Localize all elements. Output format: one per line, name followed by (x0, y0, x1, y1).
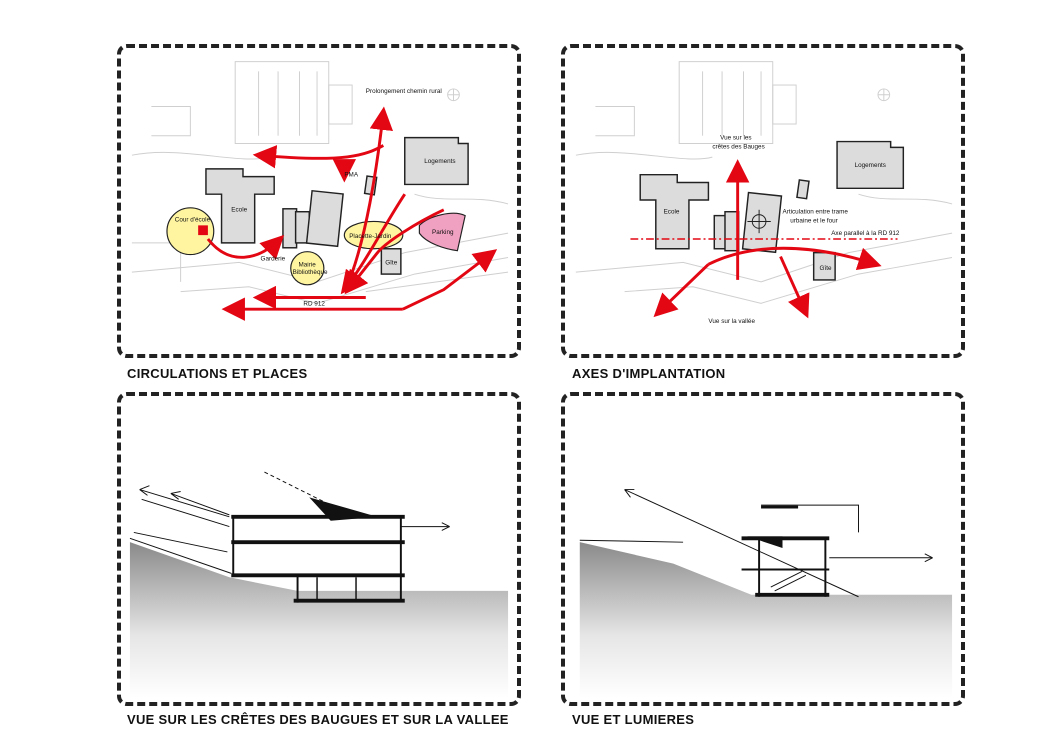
parking (418, 212, 466, 252)
view-arrows (653, 159, 882, 319)
caption-vue-lumieres: VUE ET LUMIERES (572, 712, 695, 727)
label-cour: Cour d'école (175, 216, 211, 223)
label-gite: Gîte (385, 259, 397, 266)
label-garderie: Garderie (261, 255, 286, 262)
label-mairie: Mairie (299, 261, 317, 268)
section-lines (129, 471, 450, 603)
roof-skylight (309, 497, 378, 521)
label-cretes-bauges: crêtes des Bauges (712, 143, 764, 150)
label-vue-cretes: Vue sur les (720, 135, 751, 142)
crosshair-icon (747, 209, 771, 234)
mairie-bibliotheque (290, 251, 325, 286)
label-articulation-1: Articulation entre trame (782, 209, 848, 216)
vue-lumieres-panel (561, 392, 965, 706)
label-prolongement: Prolongement chemin rural (366, 88, 442, 95)
section-sketch-vue-lumieres (579, 489, 953, 699)
circulations-site-plan: Prolongement chemin rural Logements PMA … (131, 61, 509, 321)
ecole-building (205, 168, 275, 244)
label-ecole: Ecole (231, 207, 247, 214)
label-articulation-2: urbaine et le four (790, 217, 838, 224)
cour-ecole (166, 207, 215, 256)
label-logements: Logements (424, 158, 455, 165)
logements-building (836, 140, 905, 190)
circulations-panel: Prolongement chemin rural Logements PMA … (117, 44, 521, 358)
label-logements: Logements (855, 162, 886, 169)
caption-vue-cretes: VUE SUR LES CRÊTES DES BAUGUES ET SUR LA… (127, 712, 509, 727)
label-placette: Placette-Jardin (349, 233, 392, 240)
label-vue-vallee: Vue sur la vallée (708, 318, 755, 325)
logements-building (404, 136, 469, 186)
background-context-lines (575, 61, 953, 304)
axes-panel: Vue sur les crêtes des Bauges Logements … (561, 44, 965, 358)
plan-labels: Prolongement chemin rural Logements PMA … (175, 88, 456, 307)
ground-terrain (129, 542, 509, 699)
caption-axes: AXES D'IMPLANTATION (572, 366, 726, 381)
label-ecole: Ecole (664, 209, 680, 216)
label-rd912: RD 912 (303, 300, 325, 307)
axes-site-plan: Vue sur les crêtes des Bauges Logements … (575, 61, 953, 325)
gite-building (380, 248, 402, 275)
arrowheads (624, 489, 933, 563)
section-sketch-vue-cretes (129, 471, 509, 699)
label-pma: PMA (344, 172, 358, 179)
ground-terrain (579, 542, 953, 699)
ecole-building (639, 173, 710, 250)
buildings (205, 136, 469, 275)
label-parking: Parking (432, 229, 454, 236)
places (166, 207, 466, 286)
pma-building (796, 179, 810, 200)
roof-skylight (747, 536, 783, 549)
cour-marker (198, 225, 208, 236)
caption-circulations: CIRCULATIONS ET PLACES (127, 366, 308, 381)
vue-cretes-panel (117, 392, 521, 706)
circulation-arrows (206, 106, 498, 321)
arrowheads (139, 485, 450, 531)
main-building (305, 189, 344, 248)
plan-labels: Vue sur les crêtes des Bauges Logements … (664, 135, 900, 325)
label-bibliotheque: Bibliothèque (293, 269, 328, 276)
main-building (741, 191, 783, 254)
buildings (639, 140, 905, 281)
label-gite: Gîte (820, 265, 832, 272)
garderie-building (282, 208, 298, 249)
label-axe: Axe parallel à la RD 912 (831, 230, 900, 237)
garderie-building (713, 214, 727, 250)
